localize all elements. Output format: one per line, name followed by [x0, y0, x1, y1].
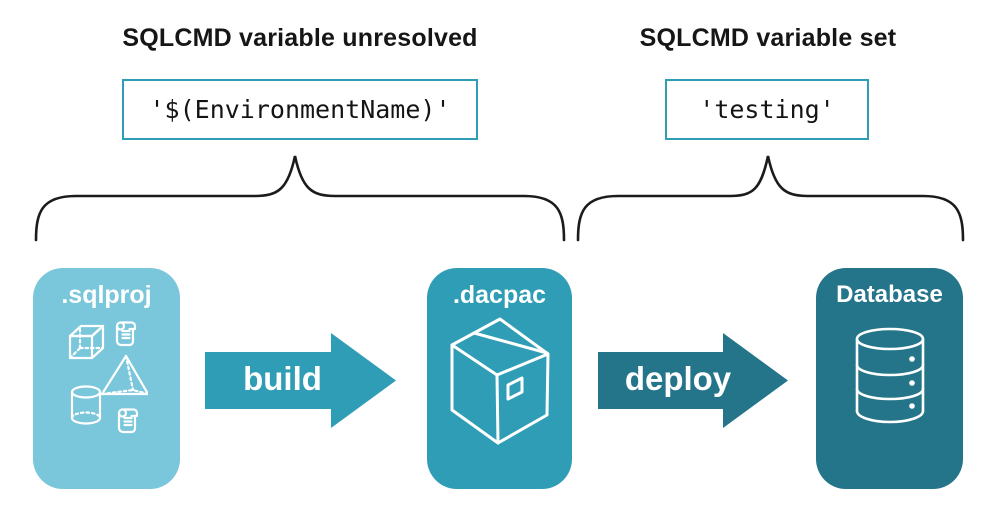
code-box-environment-variable: '$(EnvironmentName)'	[122, 79, 478, 140]
node-database: Database	[816, 268, 963, 489]
sql-objects-icon	[68, 321, 148, 434]
node-dacpac: .dacpac	[427, 268, 572, 489]
package-box-icon	[450, 317, 549, 445]
deploy-arrow-label: deploy	[624, 360, 732, 397]
database-cylinder-icon	[855, 327, 924, 424]
code-environment-variable: '$(EnvironmentName)'	[149, 95, 451, 124]
heading-sqlcmd-unresolved: SQLCMD variable unresolved	[122, 24, 478, 52]
heading-sqlcmd-set: SQLCMD variable set	[639, 24, 897, 52]
node-dacpac-label: .dacpac	[452, 281, 547, 309]
deploy-arrow	[598, 333, 788, 428]
build-arrow	[205, 333, 396, 428]
right-curly-brace	[576, 155, 965, 242]
node-sqlproj: .sqlproj	[33, 268, 180, 489]
node-database-label: Database	[836, 281, 943, 308]
node-sqlproj-label: .sqlproj	[61, 281, 152, 309]
build-arrow-label: build	[243, 360, 322, 397]
code-box-testing-value: 'testing'	[665, 79, 869, 140]
left-curly-brace	[34, 155, 566, 242]
code-testing-value: 'testing'	[699, 95, 835, 124]
